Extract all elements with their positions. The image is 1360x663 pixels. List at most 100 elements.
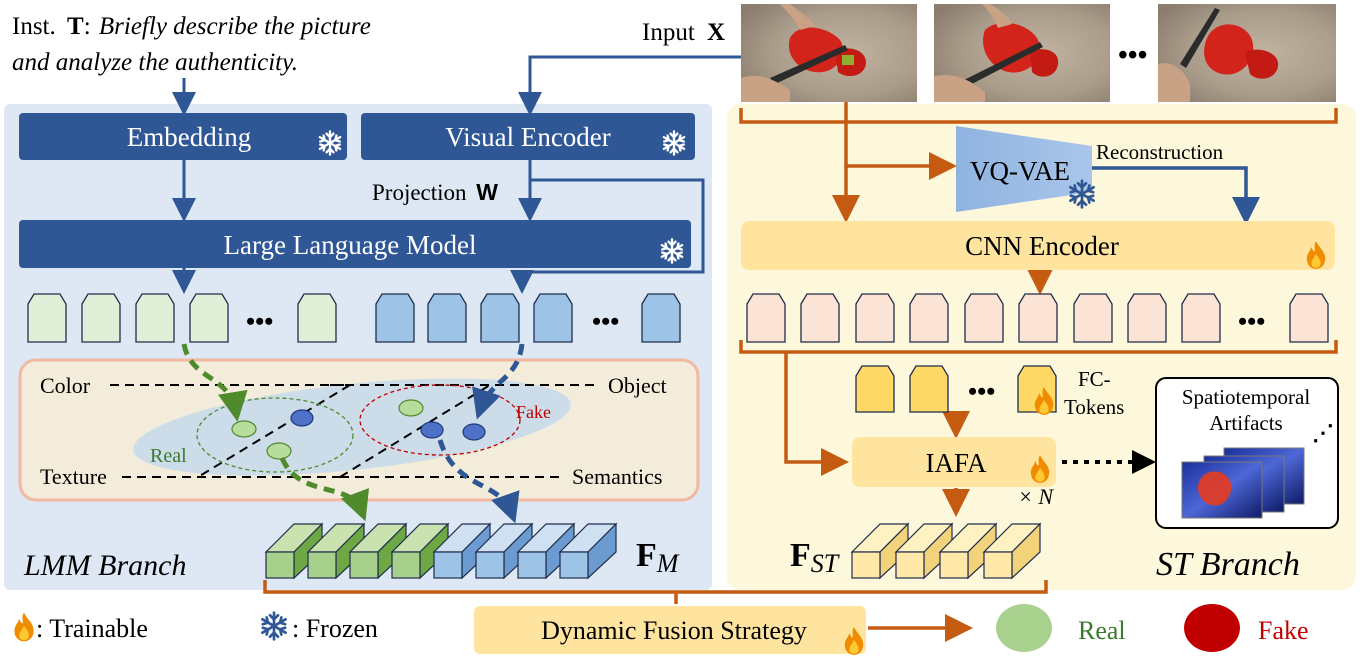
st-token — [1073, 293, 1113, 343]
feature-block-yellow — [894, 522, 954, 580]
llm-label: Large Language Model — [224, 230, 477, 260]
fake-output-label: Fake — [1258, 616, 1309, 645]
trainable-icon — [14, 612, 34, 642]
video-frame-2 — [934, 4, 1110, 102]
artifacts-box: Spatiotemporal Artifacts ⋰ — [1155, 377, 1339, 529]
visual-tokens: ••• — [375, 293, 681, 343]
real-to-feature-arrow — [279, 456, 369, 522]
vqvae-label: VQ-VAE — [970, 156, 1070, 186]
fake-point — [420, 421, 444, 439]
st-token — [1289, 293, 1329, 343]
artifacts-label-line1: Spatiotemporal — [1182, 385, 1310, 409]
st-token — [855, 293, 895, 343]
fc-token — [909, 365, 949, 413]
frozen-icon — [261, 611, 287, 641]
st-feature-blocks — [850, 522, 1042, 580]
visual-token — [375, 293, 415, 343]
visual-encoder-label: Visual Encoder — [445, 122, 611, 152]
text-token — [135, 293, 175, 343]
feature-color-label: Color — [40, 373, 91, 398]
fc-token — [855, 365, 895, 413]
st-token — [964, 293, 1004, 343]
st-token — [1018, 293, 1058, 343]
cnn-encoder-box: CNN Encoder — [741, 221, 1335, 270]
feature-block-blue — [432, 522, 492, 580]
st-token — [800, 293, 840, 343]
instruction-line1: Briefly describe the picture — [99, 13, 371, 40]
fake-output-icon — [1184, 604, 1240, 652]
instruction-symbol: T — [67, 13, 84, 40]
feature-texture-label: Texture — [40, 464, 107, 489]
feature-block-yellow — [982, 522, 1042, 580]
text-token-to-real-arrow — [181, 343, 248, 422]
projection-label: Projection W — [372, 179, 498, 205]
visual-token — [480, 293, 520, 343]
text-tokens: ••• — [27, 293, 337, 343]
feature-block-green — [390, 522, 450, 580]
st-tokens: ••• — [746, 293, 1329, 343]
video-frame-1 — [741, 4, 917, 102]
fc-tokens-label-line2: Tokens — [1064, 395, 1124, 419]
visual-token-to-fake-arrow — [472, 343, 525, 420]
iafa-box: IAFA — [852, 437, 1056, 487]
fake-to-feature-arrow — [437, 439, 520, 524]
visual-encoder-box: Visual Encoder — [361, 113, 695, 160]
legend-frozen: : Frozen — [261, 611, 378, 643]
lmm-feature-blocks — [264, 522, 618, 580]
fc-tokens-label-line1: FC- — [1078, 367, 1111, 391]
feature-semantics-label: Semantics — [572, 464, 662, 489]
lmm-branch-title: LMM Branch — [23, 549, 186, 582]
reconstruction-label: Reconstruction — [1096, 140, 1224, 164]
iafa-label: IAFA — [925, 448, 987, 478]
lmm-branch-panel — [4, 104, 712, 590]
video-frame-3 — [1158, 4, 1336, 102]
instruction-prefix: Inst. — [12, 13, 56, 40]
feature-block-yellow — [938, 522, 998, 580]
svg-text:Inst. T: Briefly d: Inst. T: Briefly describe the picture — [12, 13, 371, 40]
input-to-visual-encoder-arrow — [518, 55, 741, 116]
feature-fst-label: FST — [790, 537, 840, 578]
feature-block-blue — [474, 522, 534, 580]
fc-tokens-ellipsis: ••• — [968, 377, 995, 406]
trainable-label: : Trainable — [36, 614, 148, 643]
feature-fm-label: FM — [636, 537, 680, 578]
fake-point — [462, 423, 486, 441]
real-output-label: Real — [1078, 616, 1126, 645]
feature-block-green — [264, 522, 324, 580]
tokens-to-iafa-arrow — [784, 352, 849, 476]
real-output-icon — [996, 604, 1052, 652]
st-token — [746, 293, 786, 343]
feature-space-panel: Color Texture Object Semantics Real Fake — [18, 358, 700, 502]
text-token — [189, 293, 229, 343]
iafa-repeat-label: × N — [1018, 484, 1054, 509]
feature-block-blue — [558, 522, 618, 580]
visual-tokens-ellipsis: ••• — [592, 307, 619, 336]
visual-token — [427, 293, 467, 343]
frames-bracket — [739, 108, 1338, 124]
real-point — [231, 420, 257, 438]
vqvae-block: VQ-VAE — [956, 126, 1095, 212]
fusion-bracket — [263, 580, 1048, 594]
fusion-box: Dynamic Fusion Strategy — [474, 606, 866, 655]
st-token — [909, 293, 949, 343]
visual-token — [641, 293, 681, 343]
instruction-text: Inst. T: Briefly describe the picture an… — [12, 13, 371, 76]
feature-block-green — [348, 522, 408, 580]
embedding-label: Embedding — [127, 122, 251, 152]
legend-trainable: : Trainable — [14, 612, 148, 643]
instruction-colon: : — [84, 13, 91, 40]
st-tokens-bracket — [739, 340, 1338, 354]
feature-object-label: Object — [608, 373, 667, 398]
frames-ellipsis: ••• — [1118, 40, 1147, 71]
input-label: Input X — [642, 19, 725, 46]
llm-box: Large Language Model — [19, 220, 691, 268]
st-tokens-ellipsis: ••• — [1238, 307, 1265, 336]
st-token — [1181, 293, 1221, 343]
embedding-box: Embedding — [19, 113, 347, 160]
fake-point — [290, 409, 314, 427]
st-branch-title: ST Branch — [1156, 546, 1300, 583]
frozen-label: : Frozen — [292, 614, 378, 643]
fc-tokens: ••• — [855, 365, 1057, 415]
